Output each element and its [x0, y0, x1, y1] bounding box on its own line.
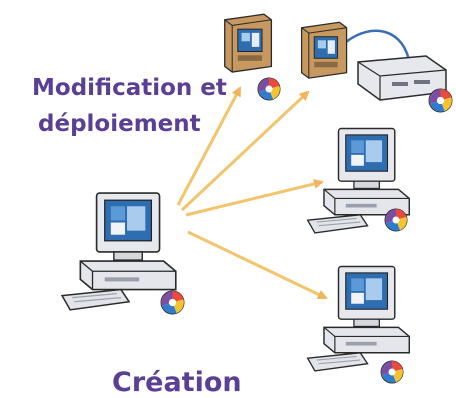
arrow-to-board-1 — [176, 86, 242, 206]
product-logo-icon — [384, 208, 408, 232]
modification-label: Modification et — [32, 75, 227, 101]
network-cable — [345, 29, 412, 67]
target-workstation-icon — [306, 265, 411, 384]
product-logo-icon — [428, 88, 453, 113]
creation-label: Création — [112, 367, 242, 398]
arrow-to-workstation-2 — [187, 230, 328, 300]
embedded-board-icon — [224, 13, 281, 101]
arrow-to-board-2 — [180, 90, 310, 212]
deployment-arrows — [176, 86, 328, 300]
product-logo-icon — [160, 290, 185, 315]
product-logo-icon — [257, 77, 281, 101]
target-workstation-icon — [306, 127, 411, 234]
product-logo-icon — [380, 360, 404, 384]
arrow-to-workstation-1 — [185, 179, 324, 217]
network-device-icon — [357, 55, 453, 113]
source-workstation-icon — [61, 192, 185, 315]
deployment-label: déploiement — [38, 111, 201, 137]
embedded-board-icon — [300, 21, 348, 79]
